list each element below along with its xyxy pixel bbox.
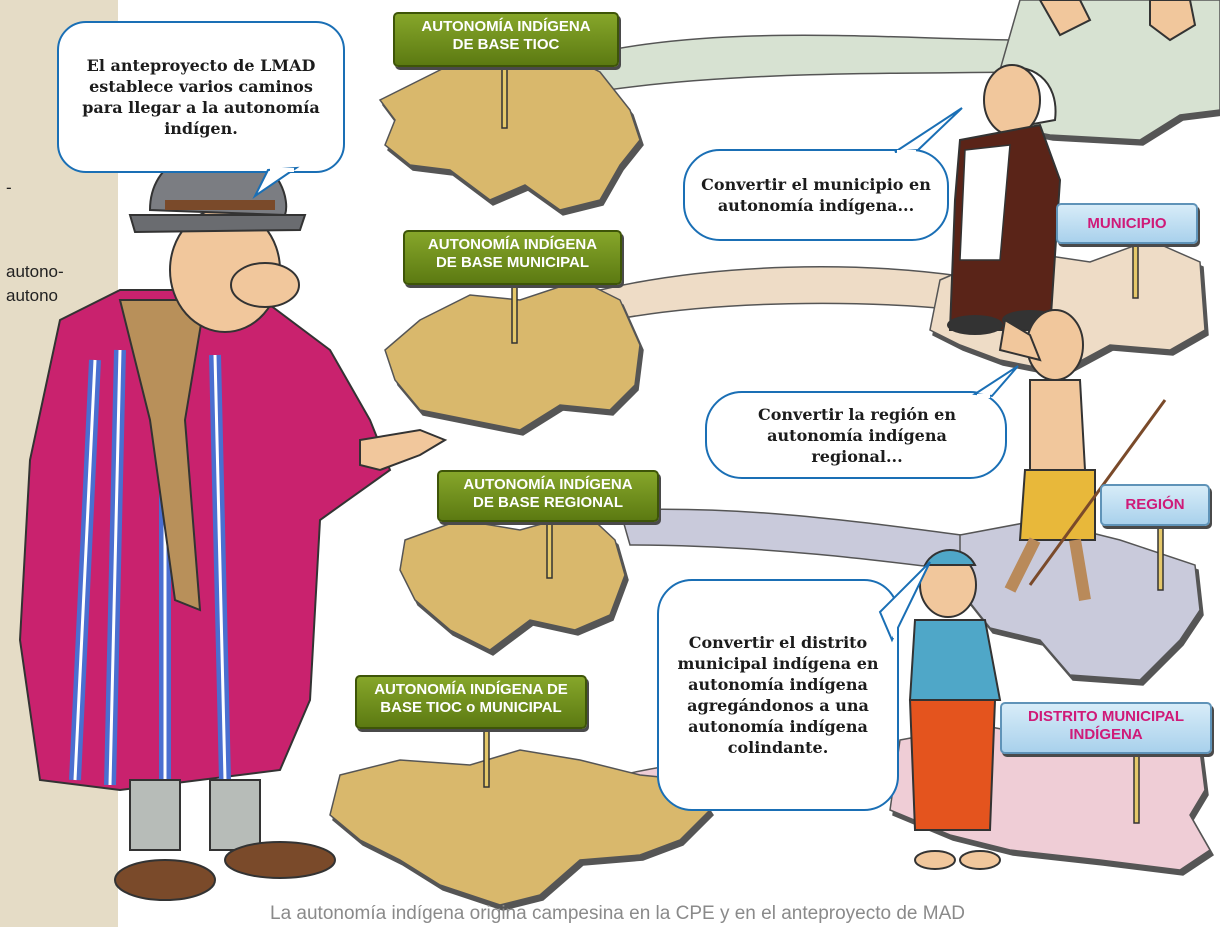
man-figure-middle bbox=[998, 309, 1167, 601]
sign-line-2: BASE TIOC o MUNICIPAL bbox=[380, 699, 562, 716]
map-regional bbox=[399, 511, 626, 651]
sign-line-2: INDÍGENA bbox=[1069, 726, 1143, 743]
page-footer-caption: La autonomía indígena origina campesina … bbox=[270, 903, 965, 924]
road-tioc bbox=[558, 34, 1021, 96]
bubble-woman-top-shape bbox=[683, 107, 963, 241]
sign-line-1: AUTONOMÍA INDÍGENA bbox=[463, 476, 633, 493]
woman-figure-bottom bbox=[908, 549, 1002, 870]
sign-line-2: DE BASE REGIONAL bbox=[472, 494, 623, 511]
speech-bubble-woman-top: Convertir el municipio en autonomía indí… bbox=[701, 175, 931, 215]
sign-autonomia-base-regional: AUTONOMÍA INDÍGENA DE BASE REGIONAL bbox=[437, 470, 659, 522]
sign-autonomia-base-tioc-municipal: AUTONOMÍA INDÍGENA DE BASE TIOC o MUNICI… bbox=[355, 675, 587, 729]
sign-line-2: DE BASE MUNICIPAL bbox=[435, 254, 590, 271]
sign-municipio: MUNICIPIO bbox=[1056, 203, 1198, 244]
bubble-narrator-shape bbox=[57, 21, 345, 199]
map-tioc bbox=[378, 49, 641, 211]
narrator-figure bbox=[18, 149, 448, 901]
sign-region: REGIÓN bbox=[1100, 484, 1210, 526]
sidebar-dash: - bbox=[6, 178, 12, 197]
sign-line-1: AUTONOMÍA INDÍGENA bbox=[421, 18, 591, 35]
bubble-woman-bottom-shape bbox=[657, 561, 931, 811]
sidebar-text-line-1: autono- bbox=[6, 262, 64, 281]
sign-line-1: AUTONOMÍA INDÍGENA bbox=[427, 236, 598, 253]
sign-distrito-municipal-indigena: DISTRITO MUNICIPAL INDÍGENA bbox=[1000, 702, 1212, 754]
sign-line-2: DE BASE TIOC bbox=[452, 36, 560, 53]
sign-line-1: MUNICIPIO bbox=[1087, 215, 1167, 232]
speech-bubble-narrator: El anteproyecto de LMAD establece varios… bbox=[82, 56, 320, 138]
map-municipal bbox=[384, 279, 641, 431]
speech-bubble-man-middle: Convertir la región en autonomía indígen… bbox=[758, 404, 956, 466]
woman-figure-top bbox=[947, 0, 1197, 335]
sign-line-1: AUTONOMÍA INDÍGENA DE bbox=[374, 681, 568, 698]
sign-autonomia-base-tioc: AUTONOMÍA INDÍGENA DE BASE TIOC bbox=[393, 12, 619, 67]
sidebar-text-line-2: autono bbox=[6, 286, 58, 305]
road-municipal bbox=[598, 266, 961, 321]
sign-autonomia-base-municipal: AUTONOMÍA INDÍGENA DE BASE MUNICIPAL bbox=[403, 230, 622, 285]
map-tioc-municipal bbox=[329, 749, 711, 906]
sign-line-1: DISTRITO MUNICIPAL bbox=[1027, 708, 1185, 725]
bubble-man-middle-shape bbox=[705, 365, 1019, 479]
speech-bubble-woman-bottom: Convertir el distrito municipal indígena… bbox=[677, 633, 879, 757]
sign-line-1: REGIÓN bbox=[1125, 496, 1185, 513]
